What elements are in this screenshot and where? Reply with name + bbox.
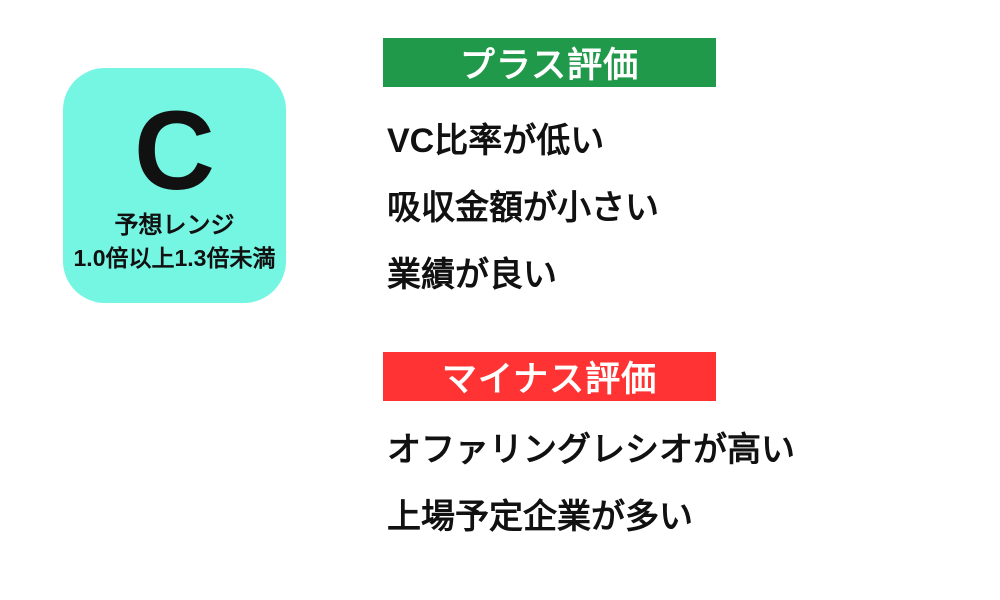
- range-value: 1.0倍以上1.3倍未満: [73, 244, 276, 271]
- grade-letter: C: [134, 87, 215, 213]
- grade-badge: C 予想レンジ 1.0倍以上1.3倍未満: [63, 68, 286, 303]
- minus-section-header-label: マイナス評価: [441, 360, 658, 399]
- plus-item: 吸収金額が小さい: [387, 189, 659, 227]
- plus-section-header: プラス評価: [383, 38, 716, 87]
- minus-section-header: マイナス評価: [383, 352, 716, 401]
- plus-section-header-label: プラス評価: [459, 46, 640, 85]
- plus-item: 業績が良い: [387, 256, 557, 294]
- minus-item-list: オファリングレシオが高い 上場予定企業が多い: [387, 413, 795, 547]
- range-label: 予想レンジ: [114, 211, 235, 239]
- minus-item: オファリングレシオが高い: [387, 431, 795, 469]
- plus-item-list: VC比率が低い 吸収金額が小さい 業績が良い: [387, 104, 659, 305]
- minus-item: 上場予定企業が多い: [387, 498, 693, 536]
- plus-item: VC比率が低い: [387, 122, 605, 160]
